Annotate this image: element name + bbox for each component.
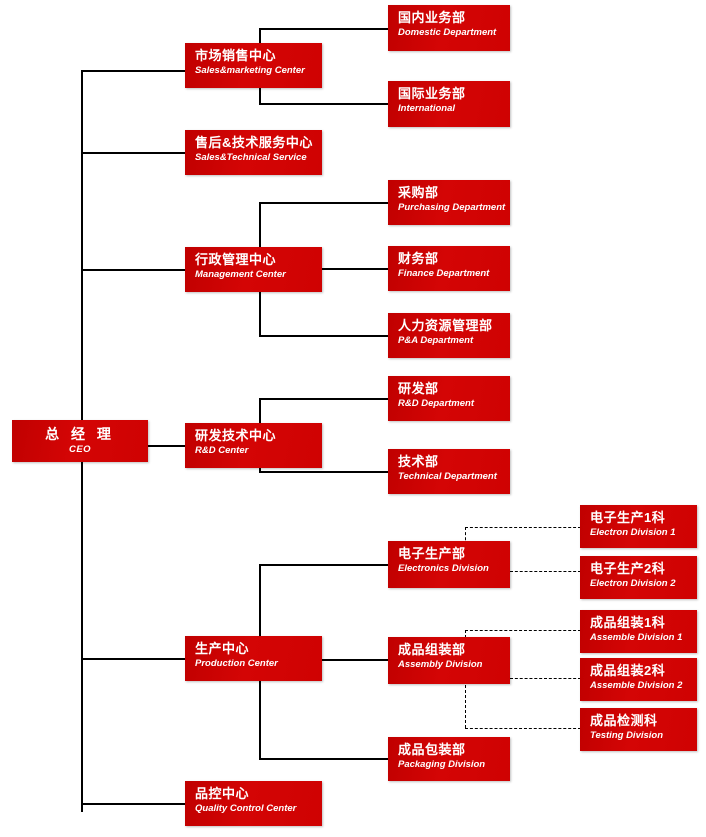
node-assembly-division-label-en: Assembly Division [398, 659, 483, 670]
node-hr-department-label-en: P&A Department [398, 335, 474, 346]
connector-assembly-to-testing [465, 728, 581, 729]
connector-electronics-to-electron-1 [465, 527, 581, 528]
node-sales-center-label-en: Sales&marketing Center [195, 65, 305, 76]
node-rd-department-label-en: R&D Department [398, 398, 475, 409]
node-packaging-division[interactable]: 成品包装部 Packaging Division [388, 737, 510, 781]
node-electron-division-1[interactable]: 电子生产1科 Electron Division 1 [580, 505, 697, 548]
node-production-center-label-en: Production Center [195, 658, 278, 669]
node-finance-department-label-en: Finance Department [398, 268, 490, 279]
node-rd-center[interactable]: 研发技术中心 R&D Center [185, 423, 322, 468]
node-assemble-division-2-label-en: Assemble Division 2 [590, 680, 683, 691]
node-ceo[interactable]: 总 经 理 CEO [12, 420, 148, 462]
node-quality-center-label-en: Quality Control Center [195, 803, 297, 814]
node-testing-division[interactable]: 成品检测科 Testing Division [580, 708, 697, 751]
connector-ceo-to-rd-center [147, 445, 187, 447]
connector-trunk-to-sales-center [81, 70, 187, 72]
node-rd-department-label-zh: 研发部 [398, 381, 439, 396]
connector-sales-to-international [259, 103, 389, 105]
connector-rd-to-rd-dept [259, 398, 389, 400]
node-assembly-division-label-zh: 成品组装部 [398, 642, 466, 657]
node-assemble-division-2[interactable]: 成品组装2科 Assemble Division 2 [580, 658, 697, 701]
node-ceo-label-en: CEO [68, 444, 92, 455]
node-rd-department[interactable]: 研发部 R&D Department [388, 376, 510, 421]
node-ceo-label-zh: 总 经 理 [45, 426, 115, 442]
connector-admin-to-finance [321, 268, 389, 270]
node-after-sales-center-label-en: Sales&Technical Service [195, 152, 307, 163]
node-quality-center[interactable]: 品控中心 Quality Control Center [185, 781, 322, 826]
node-electron-division-2[interactable]: 电子生产2科 Electron Division 2 [580, 556, 697, 599]
node-testing-division-label-en: Testing Division [590, 730, 664, 741]
node-domestic-department-label-en: Domestic Department [398, 27, 497, 38]
node-electron-division-1-label-en: Electron Division 1 [590, 527, 676, 538]
node-sales-center[interactable]: 市场销售中心 Sales&marketing Center [185, 43, 322, 88]
connector-trunk-to-quality [81, 803, 187, 805]
node-international-department-label-zh: 国际业务部 [398, 86, 466, 101]
node-assembly-division[interactable]: 成品组装部 Assembly Division [388, 637, 510, 684]
node-admin-center[interactable]: 行政管理中心 Management Center [185, 247, 322, 292]
node-purchasing-department[interactable]: 采购部 Purchasing Department [388, 180, 510, 225]
connector-assembly-to-assemble-2 [510, 678, 581, 679]
connector-rd-to-tech-dept [259, 471, 389, 473]
node-after-sales-center[interactable]: 售后&技术服务中心 Sales&Technical Service [185, 130, 322, 175]
node-packaging-division-label-en: Packaging Division [398, 759, 486, 770]
node-after-sales-center-label-zh: 售后&技术服务中心 [195, 135, 313, 150]
node-assemble-division-1-label-en: Assemble Division 1 [590, 632, 683, 643]
node-finance-department[interactable]: 财务部 Finance Department [388, 246, 510, 291]
node-technical-department-label-en: Technical Department [398, 471, 497, 482]
connector-production-to-assembly [321, 659, 389, 661]
connector-admin-to-purchasing [259, 202, 389, 204]
connector-electronics-to-electron-2 [510, 571, 581, 572]
node-assemble-division-2-label-zh: 成品组装2科 [590, 663, 666, 678]
node-purchasing-department-label-en: Purchasing Department [398, 202, 506, 213]
node-hr-department-label-zh: 人力资源管理部 [398, 318, 493, 333]
node-international-department[interactable]: 国际业务部 International [388, 81, 510, 127]
node-hr-department[interactable]: 人力资源管理部 P&A Department [388, 313, 510, 358]
node-production-center[interactable]: 生产中心 Production Center [185, 636, 322, 681]
node-technical-department[interactable]: 技术部 Technical Department [388, 449, 510, 494]
node-assemble-division-1-label-zh: 成品组装1科 [590, 615, 666, 630]
node-electron-division-2-label-en: Electron Division 2 [590, 578, 676, 589]
node-technical-department-label-zh: 技术部 [398, 454, 439, 469]
node-rd-center-label-en: R&D Center [195, 445, 249, 456]
node-sales-center-label-zh: 市场销售中心 [195, 48, 277, 63]
node-assemble-division-1[interactable]: 成品组装1科 Assemble Division 1 [580, 610, 697, 653]
node-production-center-label-zh: 生产中心 [195, 641, 250, 656]
node-electron-division-2-label-zh: 电子生产2科 [590, 561, 666, 576]
connector-sales-to-domestic [259, 28, 389, 30]
node-testing-division-label-zh: 成品检测科 [590, 713, 658, 728]
node-domestic-department[interactable]: 国内业务部 Domestic Department [388, 5, 510, 51]
connector-trunk-to-admin-center [81, 269, 187, 271]
node-finance-department-label-zh: 财务部 [398, 251, 439, 266]
node-electronics-division-label-zh: 电子生产部 [398, 546, 466, 561]
node-international-department-label-en: International [398, 103, 456, 114]
node-electronics-division-label-en: Electronics Division [398, 563, 489, 574]
node-electronics-division[interactable]: 电子生产部 Electronics Division [388, 541, 510, 588]
connector-production-to-packaging [259, 758, 389, 760]
node-rd-center-label-zh: 研发技术中心 [195, 428, 277, 443]
node-packaging-division-label-zh: 成品包装部 [398, 742, 466, 757]
connector-admin-to-hr [259, 335, 389, 337]
node-admin-center-label-zh: 行政管理中心 [195, 252, 277, 267]
connector-trunk-to-after-sales [81, 152, 187, 154]
node-electron-division-1-label-zh: 电子生产1科 [590, 510, 666, 525]
connector-assembly-to-assemble-1 [465, 630, 581, 631]
node-domestic-department-label-zh: 国内业务部 [398, 10, 466, 25]
node-admin-center-label-en: Management Center [195, 269, 286, 280]
connector-trunk-to-production [81, 658, 187, 660]
connector-production-to-electronics [259, 564, 389, 566]
node-purchasing-department-label-zh: 采购部 [398, 185, 439, 200]
node-quality-center-label-zh: 品控中心 [195, 786, 250, 801]
